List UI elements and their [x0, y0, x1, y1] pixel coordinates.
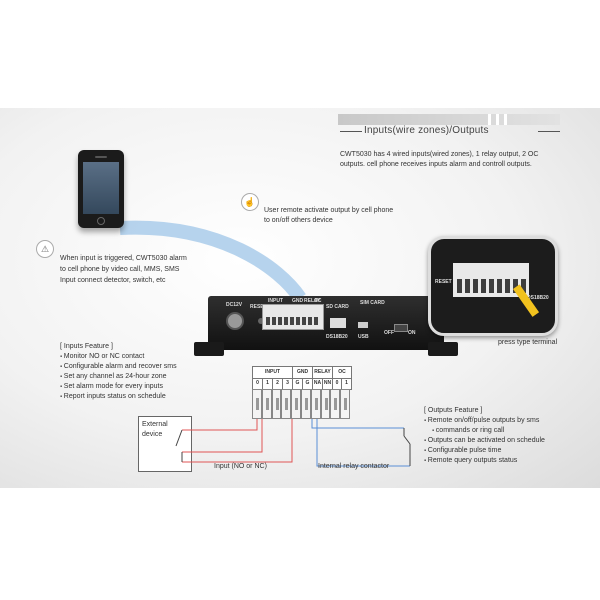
external-label-2: device [142, 431, 163, 438]
usb-port [358, 322, 368, 328]
list-item: Report inputs status on schedule [60, 392, 177, 402]
list-item: Remote query outputs status [424, 456, 545, 466]
sd-slot [330, 318, 346, 328]
pin-label: 1 [345, 380, 348, 386]
trigger-line-2: to cell phone by video call, MMS, SMS [60, 266, 180, 273]
inputs-feature-title: [ Inputs Feature ] [60, 343, 113, 350]
group-input: INPUT [253, 367, 293, 378]
dc-jack-icon [226, 312, 244, 330]
intro-line-2: outputs. cell phone receives inputs alar… [340, 161, 532, 168]
input-label: Input (NO or NC) [214, 463, 267, 470]
group-gnd: GND [293, 367, 313, 378]
terminal-zoom-image: RESET DS18B20 [428, 236, 558, 336]
outputs-feature-list: Remote on/off/pulse outputs by sms comma… [424, 416, 545, 466]
pin-label: 3 [283, 378, 293, 389]
power-switch[interactable] [394, 324, 408, 332]
group-oc: OC [338, 369, 346, 375]
external-device-box [138, 416, 192, 472]
device-terminal-strip [262, 304, 324, 330]
list-item: Configurable pulse time [424, 446, 545, 456]
remote-line-1: User remote activate output by cell phon… [264, 207, 394, 214]
signal-wave [119, 220, 306, 303]
reset-button[interactable] [258, 318, 264, 324]
title-rule-right [538, 131, 560, 132]
pin-label: NA [313, 378, 323, 389]
section-title: Inputs(wire zones)/Outputs [364, 125, 489, 136]
list-item: Set alarm mode for every inputs [60, 382, 177, 392]
inputs-feature-list: Monitor NO or NC contact Configurable al… [60, 352, 177, 402]
group-relay: RELAY [313, 367, 333, 378]
pin-label: G [303, 378, 313, 389]
terminal-screws [252, 389, 350, 419]
remote-control-icon: ☝ [241, 193, 259, 211]
list-item: Monitor NO or NC contact [60, 352, 177, 362]
title-rule-left [340, 131, 362, 132]
outputs-feature-title: [ Outputs Feature ] [424, 407, 483, 414]
zoom-caption: press type terminal [498, 339, 558, 346]
list-item: Set any channel as 24-hour zone [60, 372, 177, 382]
list-item: Configurable alarm and recover sms [60, 362, 177, 372]
terminal-header: INPUT GND RELAY OC 0 1 2 3 G G NA NN 0 1 [252, 366, 352, 390]
pin-label: 0 [333, 378, 342, 389]
intro-line-1: CWT5030 has 4 wired inputs(wired zones),… [340, 151, 539, 158]
list-item: Remote on/off/pulse outputs by sms [424, 416, 545, 426]
external-label-1: External [142, 421, 168, 428]
relay-label: Internal relay contactor [318, 463, 390, 470]
pin-label: 0 [253, 378, 263, 389]
list-item: Outputs can be activated on schedule [424, 436, 545, 446]
alarm-trigger-icon: ⚠ [36, 240, 54, 258]
pin-label: 2 [273, 378, 283, 389]
remote-line-2: to on/off others device [264, 217, 333, 224]
phone-image [78, 150, 124, 228]
list-item: commands or ring call [424, 426, 545, 436]
title-bar [338, 114, 560, 125]
trigger-line-1: When input is triggered, CWT5030 alarm [60, 255, 187, 262]
device-image: DC12V RESET INPUT GND RELAY OC SD CARD S… [194, 296, 458, 356]
pin-label: NN [323, 378, 333, 389]
trigger-line-3: Input connect detector, switch, etc [60, 277, 166, 284]
pin-label: G [293, 378, 303, 389]
pin-label: 1 [263, 378, 273, 389]
